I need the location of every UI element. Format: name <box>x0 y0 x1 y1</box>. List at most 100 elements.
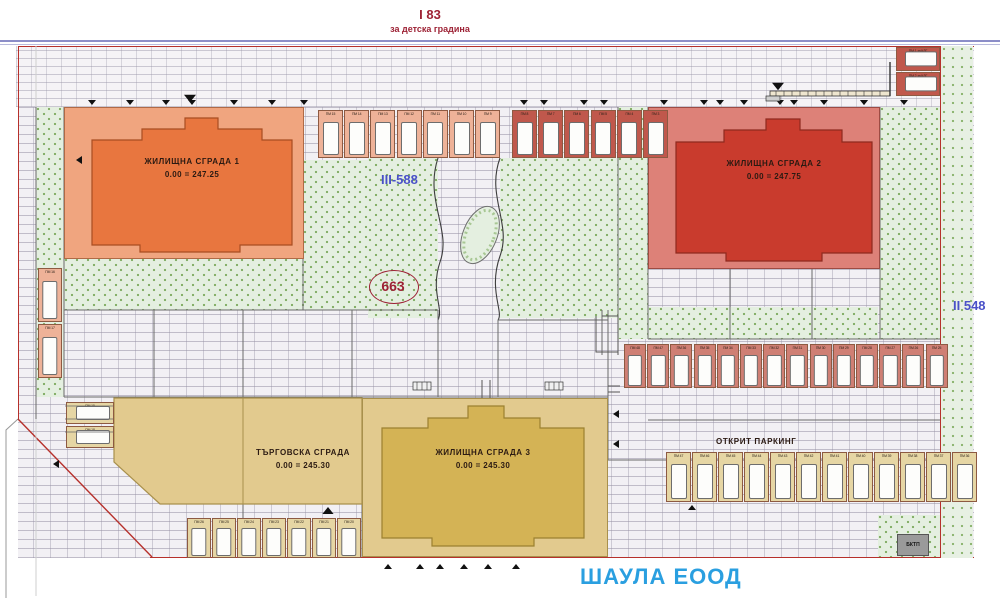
parking-stall[interactable]: ПМ 36 <box>670 344 693 388</box>
parking-stall[interactable]: ПМ 26 <box>902 344 925 388</box>
parking-stall[interactable]: ПМ 8 <box>512 110 537 158</box>
entrance-marker-icon <box>688 505 696 510</box>
parking-stall[interactable]: ПМ 25 <box>212 518 236 558</box>
car-icon <box>878 464 895 499</box>
parking-stall[interactable]: ПМ 36 <box>952 452 977 502</box>
parking-stall[interactable]: ПМ 39 <box>874 452 899 502</box>
parking-stall[interactable]: ПМ 43 <box>770 452 795 502</box>
top-road-title: I 83 за детска градина <box>330 7 530 34</box>
parking-stall[interactable]: ПМ 1 за КДГ <box>896 47 940 71</box>
parking-stall[interactable]: ПМ 28 <box>856 344 878 388</box>
parking-stall[interactable]: ПМ 25 <box>925 344 948 388</box>
parking-stall[interactable]: ПМ 2 за КДГ <box>896 72 940 96</box>
parking-stall[interactable]: ПМ 31 <box>786 344 809 388</box>
parking-stall[interactable]: ПМ 18 <box>66 426 114 448</box>
car-icon <box>800 464 817 499</box>
parking-stall[interactable]: ПМ 47 <box>666 452 691 502</box>
parking-stall-label: ПМ 27 <box>885 346 895 350</box>
parking-stall[interactable]: ПМ 6 <box>564 110 590 158</box>
parking-stall[interactable]: ПМ 44 <box>744 452 769 502</box>
parking-stall[interactable]: ПМ 40 <box>848 452 873 502</box>
parking-stall[interactable]: ПМ 21 <box>312 518 336 558</box>
entrance-marker-icon <box>230 100 238 105</box>
entrance-marker-icon <box>580 100 588 105</box>
car-icon <box>670 464 687 499</box>
car-icon <box>374 121 391 156</box>
parking-stall[interactable]: ПМ 7 <box>538 110 564 158</box>
entrance-marker-icon <box>436 564 444 569</box>
car-icon <box>322 121 339 156</box>
entrance-marker-icon <box>460 564 468 569</box>
parking-stall-label: ПМ 21 <box>319 520 329 524</box>
parking-stall[interactable]: ПМ 22 <box>287 518 311 558</box>
parking-stall-label: ПМ 35 <box>699 346 710 350</box>
parking-stall[interactable]: ПМ 38 <box>900 452 925 502</box>
parking-stall-label: ПМ 23 <box>269 520 279 524</box>
parking-stall-label: ПМ 17 <box>45 326 55 330</box>
parking-stall[interactable]: ПМ 32 <box>763 344 786 388</box>
parking-stall-label: ПМ 9 <box>483 112 492 116</box>
parking-stall[interactable]: ПМ 15 <box>318 110 343 158</box>
car-icon <box>266 527 282 557</box>
property-line-bottom <box>150 557 974 558</box>
parking-stall[interactable]: ПМ 30 <box>809 344 832 388</box>
parking-stall[interactable]: ПМ 10 <box>449 110 474 158</box>
car-icon <box>790 354 805 386</box>
car-icon <box>341 527 357 557</box>
parking-stall[interactable]: ПМ 5 <box>590 110 616 158</box>
plot-number-circle <box>369 270 419 304</box>
parking-stall[interactable]: ПМ 42 <box>796 452 821 502</box>
parking-stall[interactable]: ПМ 47 <box>647 344 670 388</box>
entrance-marker-icon <box>820 100 828 105</box>
parking-stall[interactable]: ПМ 37 <box>926 452 951 502</box>
parking-stall-label: ПМ 5 <box>599 112 607 116</box>
entrance-marker-icon <box>700 100 708 105</box>
commercial-building-name: ТЪРГОВСКА СГРАДА <box>255 448 351 457</box>
car-icon <box>75 429 111 445</box>
parking-stall[interactable]: ПМ 20 <box>337 518 361 558</box>
parking-stall[interactable]: ПМ 3 <box>643 110 668 158</box>
parking-stall[interactable]: ПМ 12 <box>396 110 422 158</box>
parking-stall[interactable]: ПМ 34 <box>716 344 739 388</box>
parking-stall[interactable]: ПМ 27 <box>879 344 902 388</box>
car-icon <box>621 121 638 156</box>
parking-stall-label: ПМ 3 <box>651 112 660 116</box>
parking-stall[interactable]: ПМ 29 <box>832 344 855 388</box>
parking-stall[interactable]: ПМ 13 <box>370 110 396 158</box>
parking-stall[interactable]: ПМ 4 <box>616 110 642 158</box>
parking-stall-label: ПМ 12 <box>404 112 414 116</box>
parking-stall[interactable]: ПМ 33 <box>740 344 762 388</box>
car-icon <box>743 354 759 386</box>
parking-stall[interactable]: ПМ 17 <box>38 324 62 378</box>
parking-stall[interactable]: ПМ 46 <box>692 452 717 502</box>
parking-stall[interactable]: ПМ 19 <box>66 402 114 424</box>
parking-stall[interactable]: ПМ 16 <box>38 268 62 322</box>
parking-stall-label: ПМ 4 <box>625 112 634 116</box>
car-icon <box>568 121 585 156</box>
building-2-plot <box>648 107 880 269</box>
entrance-marker-icon <box>162 100 170 105</box>
parking-stall[interactable]: ПМ 24 <box>237 518 261 558</box>
parking-stall[interactable]: ПМ 48 <box>624 344 646 388</box>
car-icon <box>651 354 666 386</box>
parking-stall[interactable]: ПМ 26 <box>187 518 211 558</box>
parking-stall[interactable]: ПМ 9 <box>475 110 501 158</box>
top-road-edge-line-2 <box>0 44 1000 45</box>
commercial-building-label: ТЪРГОВСКА СГРАДА 0.00 = 245.30 <box>243 447 363 473</box>
car-icon <box>720 354 735 386</box>
parking-stall-label: ПМ 26 <box>194 520 204 524</box>
building-3-label: ЖИЛИЩНА СГРАДА 3 0.00 = 245.30 <box>382 447 584 473</box>
parking-stall[interactable]: ПМ 41 <box>822 452 847 502</box>
building-3-name: ЖИЛИЩНА СГРАДА 3 <box>435 448 531 457</box>
parking-stall[interactable]: ПМ 35 <box>693 344 716 388</box>
parking-stall-label: ПМ 25 <box>931 346 942 350</box>
parking-stall[interactable]: ПМ 45 <box>718 452 743 502</box>
parking-stall[interactable]: ПМ 14 <box>344 110 370 158</box>
parking-stall-label: ПМ 39 <box>881 454 892 458</box>
parking-stall-label: ПМ 36 <box>959 454 970 458</box>
parking-stall[interactable]: ПМ 11 <box>422 110 448 158</box>
parking-stall-label: ПМ 34 <box>723 346 733 350</box>
entrance-marker-icon <box>900 100 908 105</box>
parking-stall[interactable]: ПМ 23 <box>262 518 286 558</box>
